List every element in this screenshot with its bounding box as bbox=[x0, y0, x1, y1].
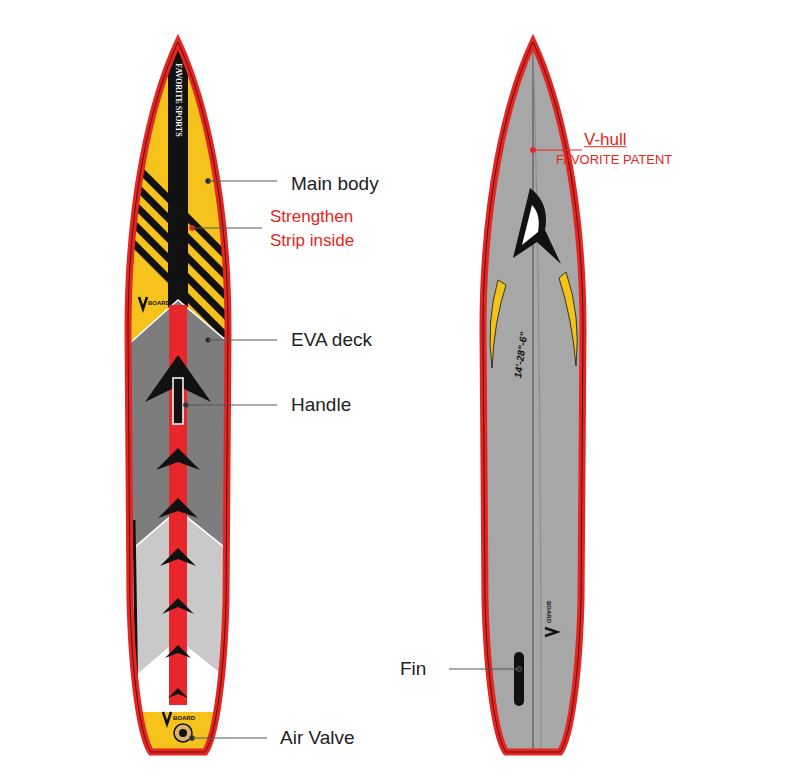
leader-lines bbox=[184, 148, 583, 741]
part-name: V-hull bbox=[584, 130, 627, 150]
logo-text: BOARD bbox=[546, 601, 553, 623]
part-name: Air Valve bbox=[280, 727, 355, 749]
patent-note: FAVORITE PATENT bbox=[556, 153, 672, 168]
part-name: Strengthen Strip inside bbox=[270, 205, 390, 253]
part-name: EVA deck bbox=[291, 329, 372, 351]
logo-text: BOARD bbox=[173, 715, 195, 722]
part-name: Handle bbox=[291, 394, 351, 416]
brand-text: FAVORITE SPORTS bbox=[173, 63, 182, 136]
part-name: Fin bbox=[400, 658, 426, 680]
front-board bbox=[110, 30, 250, 770]
logo-text: BOARD bbox=[148, 300, 170, 307]
part-name: Main body bbox=[291, 173, 379, 195]
